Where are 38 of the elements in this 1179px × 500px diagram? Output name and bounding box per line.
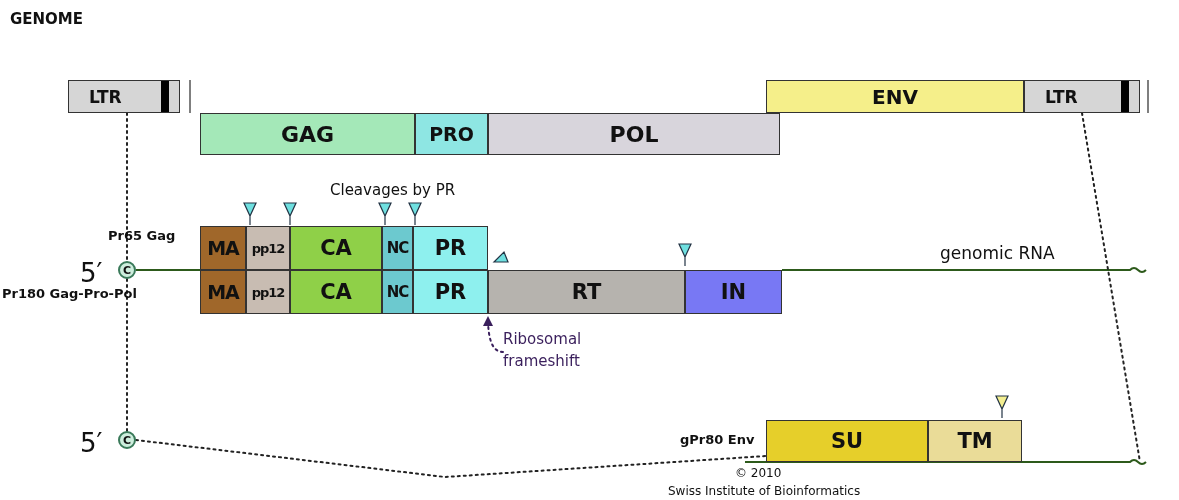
copyright-note: © 2010 (735, 466, 782, 480)
protein-label: Pr180 Gag-Pro-Pol (2, 286, 137, 301)
cap-circle: C (118, 431, 136, 449)
connector-line (126, 112, 128, 262)
protein-domain-box: PR (413, 226, 488, 270)
protein-domain-box: IN (685, 270, 782, 314)
cap-circle: C (118, 261, 136, 279)
protein-label: Pr65 Gag (108, 228, 176, 243)
annotation-text: Cleavages by PR (330, 181, 456, 199)
gene-box: GAG (200, 113, 415, 155)
protein-domain-box: pp12 (246, 270, 290, 314)
copyright-note: Swiss Institute of Bioinformatics (668, 484, 861, 498)
protein-domain-box: NC (382, 270, 413, 314)
protein-label: gPr80 Env (680, 432, 755, 447)
protein-domain-box: MA (200, 226, 246, 270)
five-prime-label: 5′ (80, 428, 103, 458)
ltr-box: LTR (68, 80, 180, 113)
frameshift-note: Ribosomal frameshift (503, 328, 623, 378)
protein-domain-box: CA (290, 226, 382, 270)
diagram-title: GENOME (10, 10, 84, 28)
five-prime-label: 5′ (80, 258, 103, 288)
protein-domain-box: PR (413, 270, 488, 314)
protein-domain-box: NC (382, 226, 413, 270)
protein-domain-box: pp12 (246, 226, 290, 270)
gene-box: POL (488, 113, 780, 155)
protein-domain-box: MA (200, 270, 246, 314)
connector-line (126, 278, 128, 432)
ltr-box: LTR (1024, 80, 1140, 113)
connector-line (135, 439, 767, 478)
protein-domain-box: CA (290, 270, 382, 314)
protein-domain-box: RT (488, 270, 685, 314)
molecule-label: genomic RNA (940, 243, 1055, 263)
gene-box: PRO (415, 113, 488, 155)
gene-box: ENV (766, 80, 1024, 113)
protein-domain-box: TM (928, 420, 1022, 462)
connector-line (135, 269, 201, 271)
protein-domain-box: SU (766, 420, 928, 462)
leader-line (483, 316, 504, 353)
